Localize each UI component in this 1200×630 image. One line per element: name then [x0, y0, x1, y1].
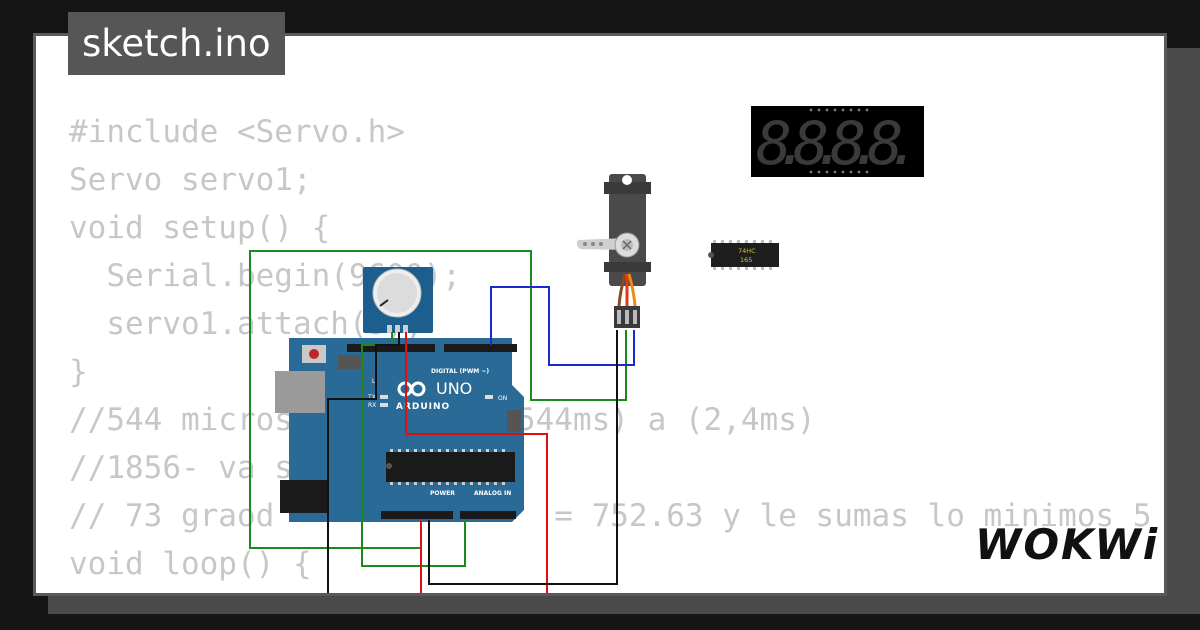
black-wire-servo-gnd[interactable] — [428, 330, 618, 585]
potentiometer[interactable] — [363, 267, 433, 333]
board-model-label: UNO — [436, 379, 472, 398]
code-line: #include <Servo.h> — [69, 114, 405, 150]
l-led-label: L — [372, 378, 376, 385]
digital-pins-label: DIGITAL (PWM ~) — [431, 368, 489, 375]
analog-pins-label: ANALOG IN — [474, 490, 511, 497]
rx-led — [380, 403, 388, 407]
code-preview: #include <Servo.h> Servo servo1; void setu… — [69, 108, 1152, 593]
wokwi-logo: WOKWi — [975, 520, 1160, 569]
file-tab-title[interactable]: sketch.ino — [68, 12, 285, 75]
microcontroller-chip — [386, 452, 515, 482]
arduino-uno-board[interactable]: UNO ARDUINO DIGITAL (PWM ~) POWER ANALOG… — [275, 338, 524, 522]
black-wire-pot-gnd[interactable] — [327, 332, 400, 600]
code-line: // 73 graod = 752.63 y le sumas lo minim… — [69, 498, 1152, 534]
wires — [249, 250, 635, 600]
servo-motor[interactable] — [576, 174, 651, 328]
blue-wire-servo[interactable] — [490, 286, 635, 366]
code-line: void setup() { — [69, 210, 331, 246]
chip-notch-icon — [708, 252, 714, 258]
code-line: void loop() { — [69, 546, 312, 582]
red-wire-vcc[interactable] — [405, 332, 548, 600]
rx-led-label: RX — [368, 402, 376, 409]
seven-segment-display[interactable]: 8.8.8.8. — [751, 106, 924, 179]
code-line: } — [69, 354, 88, 390]
chip-label-line2: 165 — [740, 256, 752, 264]
board-brand-label: ARDUINO — [396, 402, 450, 412]
tx-led-label: TX — [367, 394, 376, 401]
green-wire-servo-signal[interactable] — [249, 250, 627, 549]
usb-port — [275, 371, 325, 413]
shift-register-chip[interactable]: 74HC 165 — [708, 240, 779, 270]
green-wire-pot-a0[interactable] — [361, 332, 466, 567]
code-line: //1856- va s — [69, 450, 293, 486]
code-line: Servo servo1; — [69, 162, 312, 198]
chip-label-line1: 74HC — [738, 247, 756, 255]
on-led-label: ON — [498, 395, 507, 402]
potentiometer-knob-indicator — [379, 299, 389, 307]
on-led — [485, 395, 493, 399]
display-digits: 8.8.8.8. — [756, 109, 922, 179]
tx-led — [380, 395, 388, 399]
power-jack — [280, 480, 328, 513]
preview-card: #include <Servo.h> Servo servo1; void setu… — [33, 33, 1167, 596]
power-pins-label: POWER — [430, 490, 455, 497]
